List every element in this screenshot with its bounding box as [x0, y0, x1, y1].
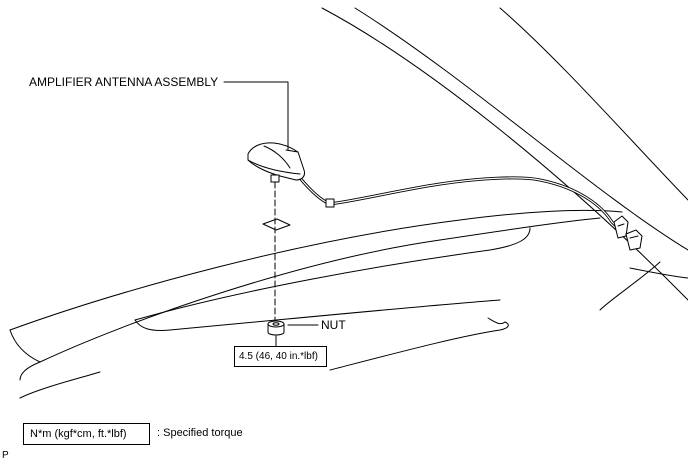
- rear-panel-outline: [9, 209, 661, 399]
- cable-connectors: [613, 215, 643, 251]
- leader-lines: [223, 81, 319, 347]
- nut-label: NUT: [321, 318, 346, 332]
- legend-unit-box: N*m (kgf*cm, ft.*lbf): [23, 423, 150, 445]
- antenna-cable: [298, 176, 624, 234]
- amplifier-antenna-label: AMPLIFIER ANTENNA ASSEMBLY: [29, 75, 219, 89]
- nut-icon: [267, 320, 285, 336]
- roof-outline: [321, 7, 688, 301]
- torque-spec-value: 4.5 (46, 40 in.*lbf): [239, 351, 318, 362]
- amplifier-antenna-icon: [247, 142, 305, 183]
- torque-spec-box: 4.5 (46, 40 in.*lbf): [234, 346, 327, 367]
- legend-unit-text: N*m (kgf*cm, ft.*lbf): [30, 428, 127, 440]
- legend-description: : Specified torque: [157, 427, 243, 439]
- figure-code: P: [2, 450, 9, 461]
- gasket-pad: [262, 218, 291, 231]
